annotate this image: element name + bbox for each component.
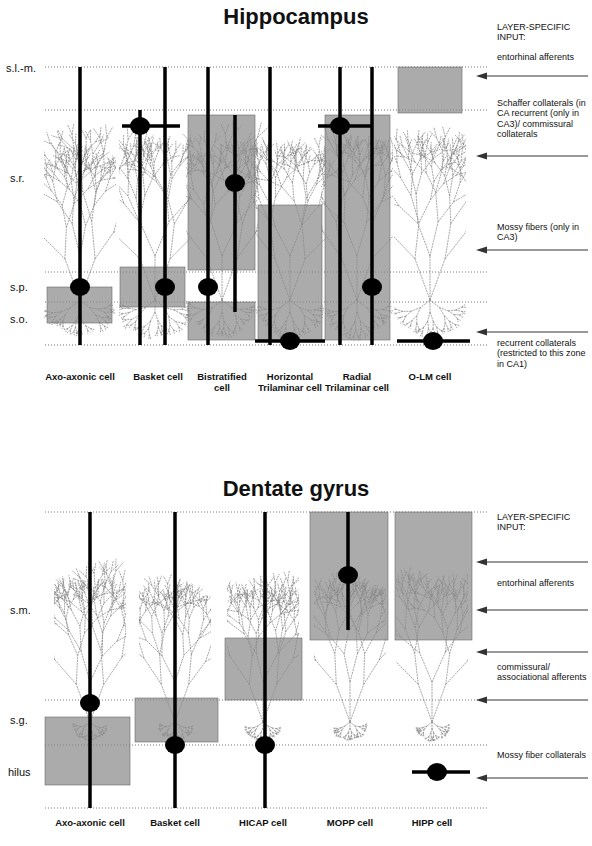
arrow-head <box>476 649 487 656</box>
axon-line <box>233 115 237 312</box>
cell-name: Radial Trilaminar cell <box>324 372 390 394</box>
layer-label: s.l.-m. <box>6 62 46 75</box>
cell-name: Axo-axonic cell <box>45 818 135 829</box>
axon-zone <box>188 115 255 270</box>
axon-line <box>163 67 167 345</box>
dendrite-tree <box>227 570 299 742</box>
axon-zone <box>395 512 472 640</box>
input-arrow <box>486 250 588 251</box>
input-arrow <box>486 610 588 611</box>
arrow-head <box>476 329 487 336</box>
cell-body <box>338 566 358 584</box>
layer-boundary <box>45 345 488 346</box>
cell-body <box>330 117 350 135</box>
axon-line <box>138 110 142 345</box>
layer-label: s.m. <box>10 604 44 617</box>
cell-body <box>130 117 150 135</box>
cell-body <box>80 694 100 712</box>
axon-zone <box>398 67 462 113</box>
dendrite-tree <box>254 123 326 340</box>
axon-zone <box>188 302 255 340</box>
axon-zone <box>325 115 390 340</box>
layer-label: s.r. <box>10 172 46 185</box>
arrow-head <box>476 775 487 782</box>
axon-line <box>263 512 267 808</box>
axon-line <box>88 512 92 808</box>
cell-name: MOPP cell <box>310 818 390 829</box>
cell-name: Basket cell <box>128 372 188 383</box>
input-arrow <box>486 652 588 653</box>
input-label: entorhinal afferents <box>497 52 589 62</box>
cell-name: Basket cell <box>140 818 210 829</box>
cell-body <box>423 332 443 350</box>
input-heading: LAYER-SPECIFIC INPUT: <box>497 22 589 43</box>
axon-zone <box>45 717 130 785</box>
cell-name: O-LM cell <box>397 372 463 383</box>
layer-label: s.p. <box>10 281 46 294</box>
dendrite-tree <box>394 127 466 339</box>
cell-name: Horizontal Trilaminar cell <box>257 372 323 394</box>
input-label: entorhinal afferents <box>497 578 589 588</box>
input-heading: LAYER-SPECIFIC INPUT: <box>497 512 589 533</box>
arrow-head <box>476 73 487 80</box>
input-arrow <box>486 700 588 701</box>
cell-name: HICAP cell <box>225 818 301 829</box>
input-arrow <box>486 156 588 157</box>
input-arrow <box>486 562 588 563</box>
input-label: Mossy fiber collaterals <box>497 750 589 760</box>
cell-body <box>362 278 382 296</box>
input-arrow <box>486 332 588 333</box>
input-arrow <box>486 778 588 779</box>
dendrite-tree <box>119 127 191 339</box>
cell-body <box>280 332 300 350</box>
axon-line <box>370 67 374 345</box>
cell-body <box>155 278 175 296</box>
input-label: commissural/ associational afferents <box>497 662 589 683</box>
cell-body <box>225 174 245 192</box>
axon-zone <box>120 267 185 307</box>
layer-label: hilus <box>8 766 44 779</box>
arrow-head <box>476 607 487 614</box>
arrow-head <box>476 247 487 254</box>
axon-line <box>173 512 177 808</box>
axon-zone <box>258 205 322 340</box>
axon-line <box>338 67 342 345</box>
input-label: Schaffer collaterals (in CA recurrent (o… <box>497 98 589 139</box>
cell-body <box>165 736 185 754</box>
cell-name: Bistratified cell <box>189 372 255 394</box>
cell-body <box>70 278 90 296</box>
axon-line <box>206 67 210 345</box>
layer-label: s.g. <box>10 714 44 727</box>
axon-line <box>78 67 82 345</box>
arrow-head <box>476 153 487 160</box>
axon-line <box>268 67 272 345</box>
arrow-head <box>476 697 487 704</box>
arrow-head <box>476 559 487 566</box>
input-arrow <box>486 76 588 77</box>
axon-zone <box>310 512 388 640</box>
panel-title: Dentate gyrus <box>196 476 396 501</box>
panel-title: Hippocampus <box>196 4 396 29</box>
cell-body <box>427 763 447 781</box>
cell-body <box>255 736 275 754</box>
layer-label: s.o. <box>10 313 46 326</box>
cell-body <box>198 278 218 296</box>
cell-name: HIPP cell <box>392 818 472 829</box>
cell-name: Axo-axonic cell <box>35 372 125 383</box>
input-label: recurrent collaterals (restricted to thi… <box>497 338 589 369</box>
input-label: Mossy fibers (only in CA3) <box>497 222 589 243</box>
